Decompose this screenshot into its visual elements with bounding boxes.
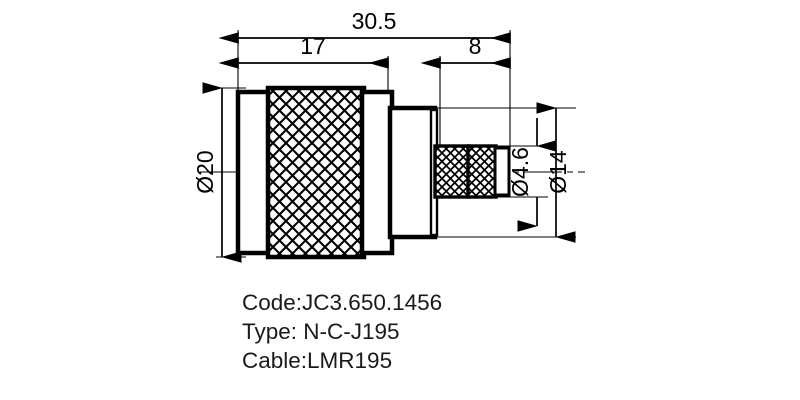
horizontal-dimension-lines (218, 32, 511, 69)
connector-body-barrel (387, 105, 438, 240)
caption-type: Type: N-C-J195 (242, 319, 400, 344)
cable-entry-crimp-band-first (433, 144, 471, 199)
connector-body (235, 85, 511, 260)
caption-cable: Cable:LMR195 (242, 348, 392, 373)
cable-entry-end-ferrule (493, 146, 511, 197)
coupling-nut-left-collar (235, 89, 273, 256)
dimension-label-nut-length: 17 (300, 33, 326, 59)
caption-code: Code:JC3.650.1456 (242, 290, 442, 315)
dimension-label-cable-entry-length: 8 (469, 33, 482, 59)
coupling-nut-knurled-section (265, 85, 367, 260)
cable-entry-crimp-band-second (466, 144, 498, 199)
coupling-nut-right-collar (359, 89, 395, 256)
dimension-label-overall-length: 30.5 (352, 8, 397, 34)
